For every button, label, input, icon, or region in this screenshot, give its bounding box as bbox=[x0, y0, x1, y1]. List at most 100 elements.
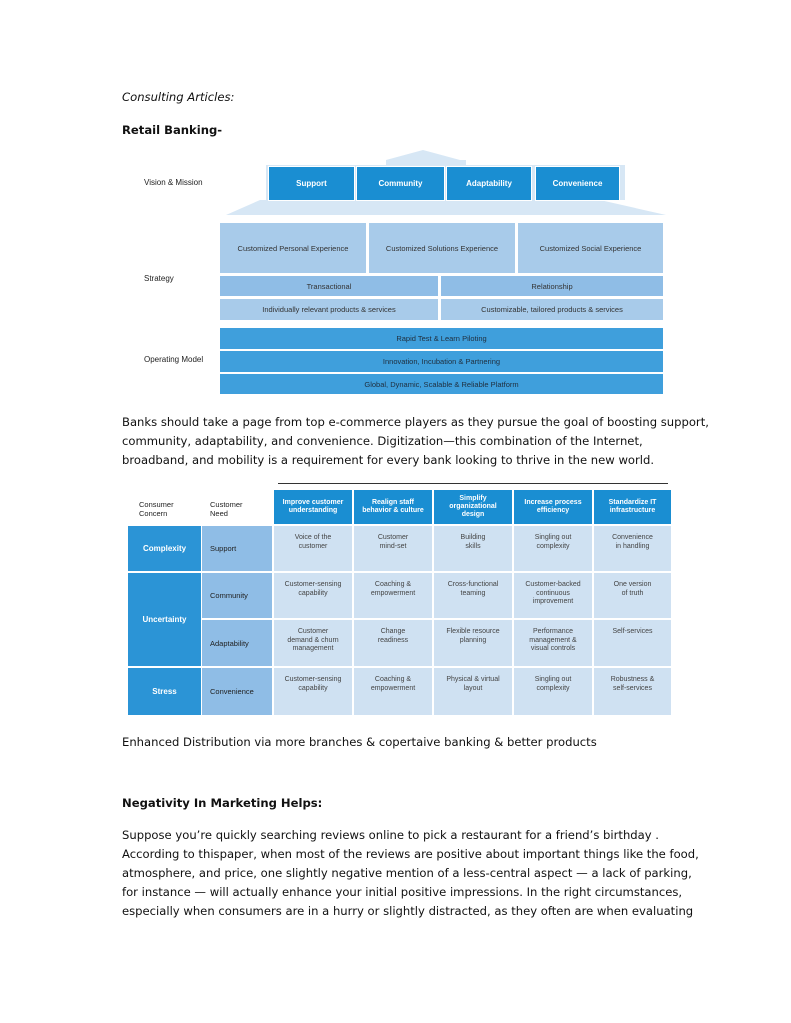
cell-text: Convenience bbox=[612, 534, 653, 541]
header-text: Realign staff bbox=[371, 499, 414, 506]
cell-text: layout bbox=[463, 684, 483, 692]
cell-text: customer bbox=[298, 542, 328, 550]
header-text: design bbox=[461, 511, 485, 518]
paragraph-line: According to thispaper, when most of the… bbox=[122, 847, 699, 861]
cell-text: improvement bbox=[532, 598, 574, 605]
cell-text: Flexible resource bbox=[446, 628, 500, 635]
header-text: Concern bbox=[139, 509, 168, 518]
need-community: Community bbox=[202, 573, 272, 618]
header-text: organizational bbox=[449, 503, 497, 510]
value-box-convenience: Convenience bbox=[535, 166, 620, 201]
paragraph-line: broadband, and mobility is a requirement… bbox=[122, 453, 655, 467]
value-box-adaptability: Adaptability bbox=[446, 166, 532, 201]
need-convenience: Convenience bbox=[202, 668, 272, 715]
cell-text: skills bbox=[465, 542, 481, 550]
cell-text: planning bbox=[459, 636, 487, 644]
header-text: infrastructure bbox=[609, 507, 656, 514]
paragraph-digitization: Banks should take a page from top e-comm… bbox=[122, 413, 709, 470]
paragraph-line: community, adaptability, and convenience… bbox=[122, 434, 643, 448]
need-support: Support bbox=[202, 526, 272, 571]
cell-text: Cross-functional bbox=[447, 581, 499, 588]
operating-row-piloting: Rapid Test & Learn Piloting bbox=[220, 328, 663, 349]
concern-complexity: Complexity bbox=[128, 526, 201, 571]
value-box-support: Support bbox=[268, 166, 355, 201]
cell-text: Singling out bbox=[534, 534, 572, 541]
operating-row-platform: Global, Dynamic, Scalable & Reliable Pla… bbox=[220, 374, 663, 394]
cell-text: Customer bbox=[377, 534, 409, 541]
cell-text: complexity bbox=[536, 542, 570, 550]
cell-text: Self-services bbox=[612, 628, 653, 635]
header-text: Need bbox=[210, 509, 228, 518]
cell-text: in handling bbox=[615, 542, 650, 550]
document-heading: Consulting Articles: bbox=[122, 90, 235, 104]
cell-text: Change bbox=[380, 628, 406, 635]
cell-text: complexity bbox=[536, 684, 570, 692]
cell-text: empowerment bbox=[370, 684, 416, 692]
header-text: behavior & culture bbox=[362, 507, 424, 514]
cell-text: Performance bbox=[532, 628, 574, 635]
header-text: Consumer bbox=[139, 500, 174, 509]
section-title-retail-banking: Retail Banking- bbox=[122, 123, 223, 137]
cell-text: management bbox=[292, 645, 334, 652]
cell-text: empowerment bbox=[370, 589, 416, 597]
header-text: Standardize IT bbox=[608, 499, 657, 506]
cell-text: Coaching & bbox=[374, 676, 412, 683]
experience-cell-personal: Customized Personal Experience bbox=[220, 223, 366, 273]
header-text: Customer bbox=[210, 500, 243, 509]
row-label-operating-model: Operating Model bbox=[144, 355, 204, 364]
header-consumer-concern: Consumer Concern bbox=[139, 500, 174, 518]
cell-text: capability bbox=[298, 684, 328, 692]
retail-banking-framework-diagram: Vision & Mission Support Community Adapt… bbox=[140, 145, 670, 400]
row-label-vision: Vision & Mission bbox=[144, 178, 203, 187]
paragraph-line: Suppose you’re quickly searching reviews… bbox=[122, 828, 659, 842]
cell-text: Singling out bbox=[534, 676, 572, 683]
cell-text: Customer-sensing bbox=[284, 676, 342, 683]
customer-needs-matrix: Consumer Concern Customer Need Improve c… bbox=[125, 480, 673, 720]
concern-uncertainty: Uncertainty bbox=[128, 573, 201, 666]
header-text: Improve customer bbox=[282, 499, 344, 506]
header-customer-need: Customer Need bbox=[210, 500, 243, 518]
cell-text: management & bbox=[529, 636, 577, 644]
header-text: Increase process bbox=[524, 499, 582, 506]
cell-text: Voice of the bbox=[294, 534, 332, 541]
cell-text: Building bbox=[460, 534, 486, 541]
paragraph-line: Banks should take a page from top e-comm… bbox=[122, 415, 709, 429]
header-text: understanding bbox=[288, 507, 338, 514]
header-text: Simplify bbox=[459, 495, 487, 502]
cell-text: self-services bbox=[613, 684, 652, 692]
strategy-cell-transactional: Transactional bbox=[220, 276, 438, 296]
paragraph-negativity: Suppose you’re quickly searching reviews… bbox=[122, 826, 699, 921]
cell-text: of truth bbox=[621, 589, 644, 597]
cell-text: Robustness & bbox=[610, 676, 655, 683]
figure-top-rule bbox=[278, 483, 668, 484]
cell-text: Customer-backed bbox=[525, 581, 581, 588]
row-label-strategy: Strategy bbox=[144, 274, 174, 283]
strategy-cell-tailored-products: Customizable, tailored products & servic… bbox=[441, 299, 663, 320]
cell-text: One version bbox=[613, 581, 652, 588]
strategy-cell-relationship: Relationship bbox=[441, 276, 663, 296]
paragraph-line: atmosphere, and price, one slightly nega… bbox=[122, 866, 692, 880]
cell-text: mind-set bbox=[379, 542, 407, 550]
cell-text: visual controls bbox=[530, 645, 576, 652]
operating-row-innovation: Innovation, Incubation & Partnering bbox=[220, 351, 663, 372]
cell-text: demand & churn bbox=[287, 636, 339, 644]
matrix-cell: Robustness &self-services bbox=[594, 668, 671, 715]
distribution-line: Enhanced Distribution via more branches … bbox=[122, 735, 597, 749]
